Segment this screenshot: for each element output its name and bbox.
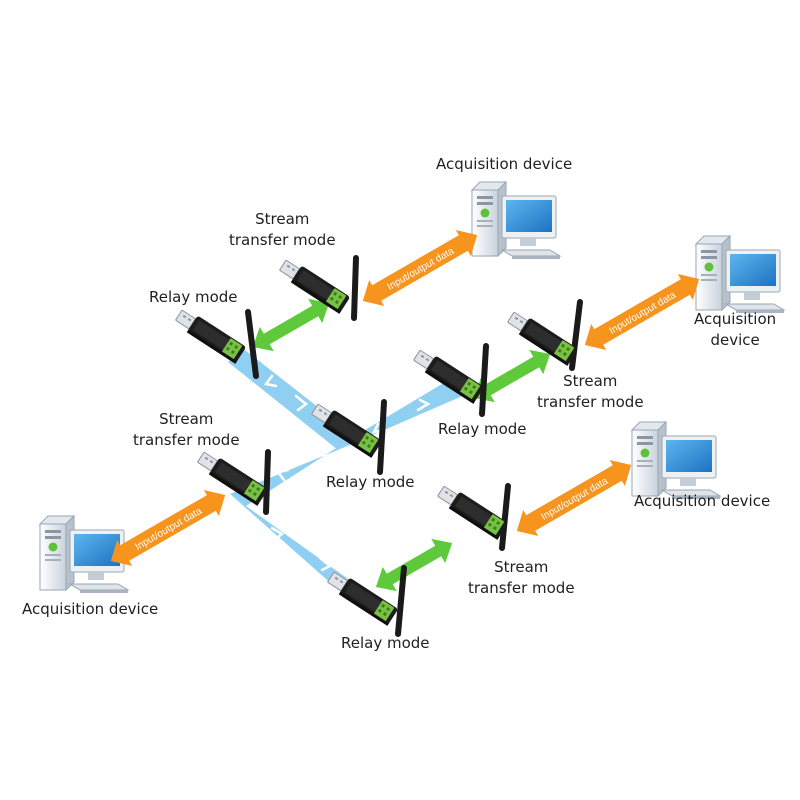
stream-mode-label-bottom: Stream transfer mode [468, 558, 575, 597]
antennas [245, 255, 583, 637]
antenna-icon [245, 309, 259, 379]
antenna-icon [263, 449, 271, 515]
io-arrow: Input/output data [362, 230, 478, 306]
antenna-icon [479, 343, 489, 417]
wireless-link-center-relay-right [338, 378, 467, 450]
link-chevrons [263, 374, 431, 572]
io-arrow: Input/output data [516, 460, 632, 536]
io-arrow: Input/output data [110, 490, 226, 566]
stream-mode-label-left: Stream transfer mode [133, 410, 240, 449]
stream-mode-label-top: Stream transfer mode [229, 210, 336, 249]
computer-icon [631, 421, 721, 500]
acquisition-device-label-mid-right: Acquisition device [634, 492, 771, 510]
antenna-icon [351, 255, 359, 321]
io-arrow-label: Input/output data [607, 290, 678, 337]
antenna-icon [569, 299, 583, 371]
antenna-icon [499, 483, 511, 551]
io-arrow-label: Input/output data [385, 246, 456, 293]
acquisition-device-label-top: Acquisition device [436, 155, 573, 173]
relay-mode-label-bottom: Relay mode [341, 634, 430, 652]
antenna-icon [377, 399, 387, 475]
io-arrow-label: Input/output data [539, 476, 610, 523]
relay-mode-label-top: Relay mode [149, 288, 238, 306]
stream-arrow [375, 538, 453, 592]
usb-module-icon [434, 482, 509, 541]
wireless-link-relay-top-center [228, 350, 355, 450]
stream-arrow [473, 349, 551, 403]
acquisition-device-label-left: Acquisition device [22, 600, 159, 618]
computer-icon [471, 181, 561, 260]
stream-arrow [252, 298, 330, 352]
relay-mode-label-right: Relay mode [438, 420, 527, 438]
io-arrow: Input/output data [584, 274, 700, 350]
relay-mode-label-center: Relay mode [326, 473, 415, 491]
usb-module-icon [172, 306, 247, 365]
stream-mode-label-right: Stream transfer mode [537, 372, 644, 411]
computer-icon [695, 235, 785, 314]
acquisition-device-label-right: Acquisition device [694, 310, 777, 349]
antenna-icon [395, 565, 407, 637]
stream-arrows [252, 298, 551, 592]
io-arrow-label: Input/output data [133, 506, 204, 553]
